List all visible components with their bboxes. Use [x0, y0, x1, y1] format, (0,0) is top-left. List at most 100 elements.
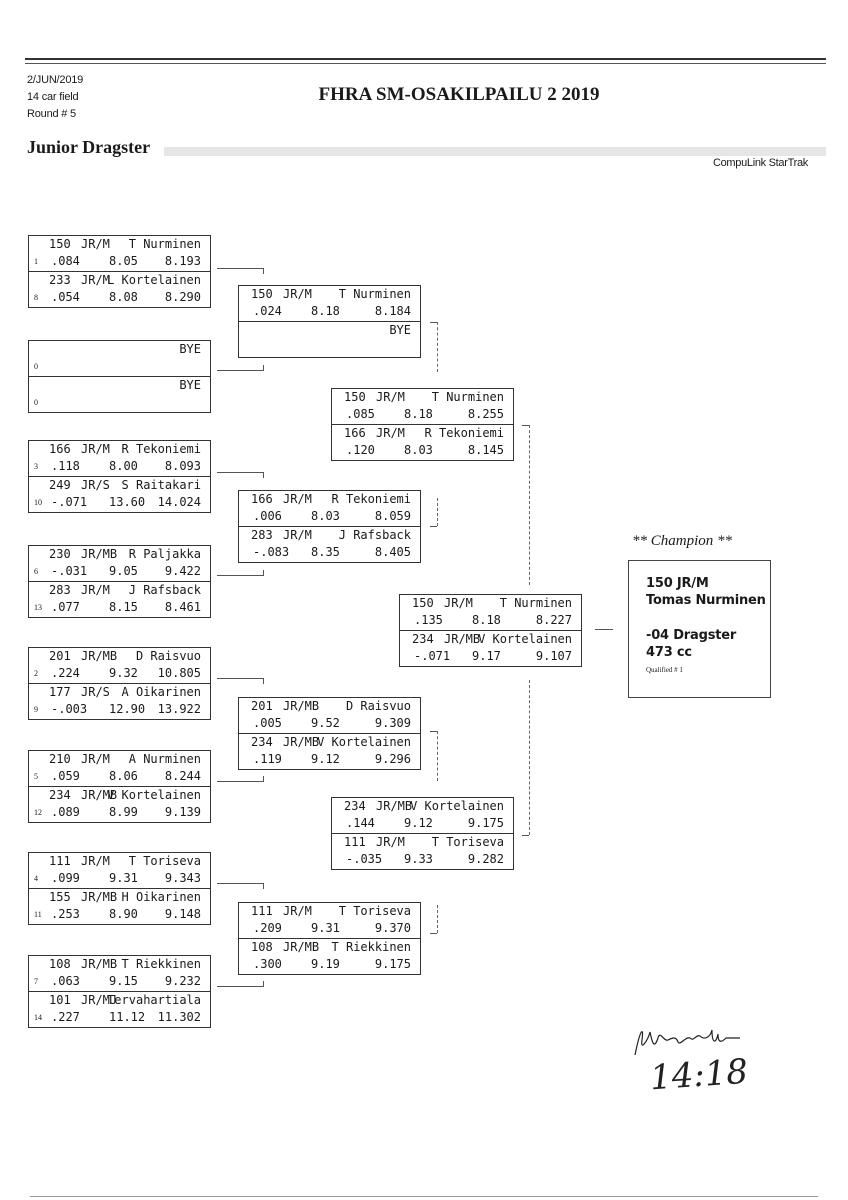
reaction-time: .144 — [346, 816, 375, 830]
car-class: JR/MB — [444, 632, 481, 646]
driver-name: BYE — [179, 342, 201, 356]
reaction-time: .054 — [51, 290, 80, 304]
elapsed-time: 9.32 — [109, 666, 138, 680]
reaction-time: .119 — [253, 752, 282, 766]
finish-time: 9.139 — [164, 805, 201, 819]
driver-name: T Toriseva — [128, 854, 201, 868]
reaction-time: .227 — [51, 1010, 80, 1024]
seed-number: 8 — [34, 293, 38, 302]
driver-name: T Nurminen — [431, 390, 504, 404]
seed-number: 4 — [34, 874, 38, 883]
car-number: 166 — [49, 442, 71, 456]
connector-line — [595, 629, 613, 631]
champion-vehicle: -04 Dragster — [646, 628, 737, 643]
driver-name: D Raisvuo — [345, 699, 411, 713]
car-class: JR/MB — [81, 890, 118, 904]
racer-info-row: BYE — [29, 377, 210, 394]
car-number: 166 — [344, 426, 366, 440]
car-number: 108 — [49, 957, 71, 971]
reaction-time: .135 — [414, 613, 443, 627]
connector-tick — [430, 322, 437, 324]
driver-name: R Tekoniemi — [121, 442, 201, 456]
elapsed-time: 8.15 — [109, 600, 138, 614]
elapsed-time: 8.18 — [404, 407, 433, 421]
event-title: FHRA SM-OSAKILPAILU 2 2019 — [318, 84, 600, 105]
elapsed-time: 8.06 — [109, 769, 138, 783]
connector-line — [217, 883, 264, 889]
connector-line — [217, 472, 264, 478]
seed-number: 10 — [34, 498, 42, 507]
reaction-time: .209 — [253, 921, 282, 935]
finish-time: 14.024 — [157, 495, 201, 509]
racer-times-row: 0 — [29, 358, 210, 375]
reaction-time: .224 — [51, 666, 80, 680]
driver-name: D Raisvuo — [135, 649, 201, 663]
event-meta: 2/JUN/2019 14 car field Round # 5 — [27, 72, 83, 123]
reaction-time: .085 — [346, 407, 375, 421]
bottom-rule — [30, 1196, 818, 1197]
connector-line — [217, 981, 264, 987]
reaction-time: -.003 — [51, 702, 88, 716]
seed-number: 13 — [34, 603, 42, 612]
driver-name: V Kortelainen — [107, 788, 201, 802]
connector-dashed — [437, 498, 438, 526]
elapsed-time: 9.15 — [109, 974, 138, 988]
reaction-time: .300 — [253, 957, 282, 971]
driver-name: V Kortelainen — [410, 799, 504, 813]
car-number: 111 — [344, 835, 366, 849]
elapsed-time: 8.00 — [109, 459, 138, 473]
reaction-time: .099 — [51, 871, 80, 885]
car-number: 233 — [49, 273, 71, 287]
car-class: JR/MB — [81, 788, 118, 802]
signature — [634, 1029, 740, 1056]
connector-line — [217, 678, 264, 684]
connector-line — [217, 776, 264, 782]
car-class: JR/M — [81, 442, 110, 456]
seed-number: 0 — [34, 362, 38, 371]
finish-time: 9.175 — [467, 816, 504, 830]
driver-name: R Tekoniemi — [331, 492, 411, 506]
car-class: JR/M — [81, 583, 110, 597]
reaction-time: .059 — [51, 769, 80, 783]
seed-number: 6 — [34, 567, 38, 576]
champion-car: 150 JR/M — [646, 576, 709, 591]
driver-name: T Nurminen — [128, 237, 201, 251]
car-number: 101 — [49, 993, 71, 1007]
